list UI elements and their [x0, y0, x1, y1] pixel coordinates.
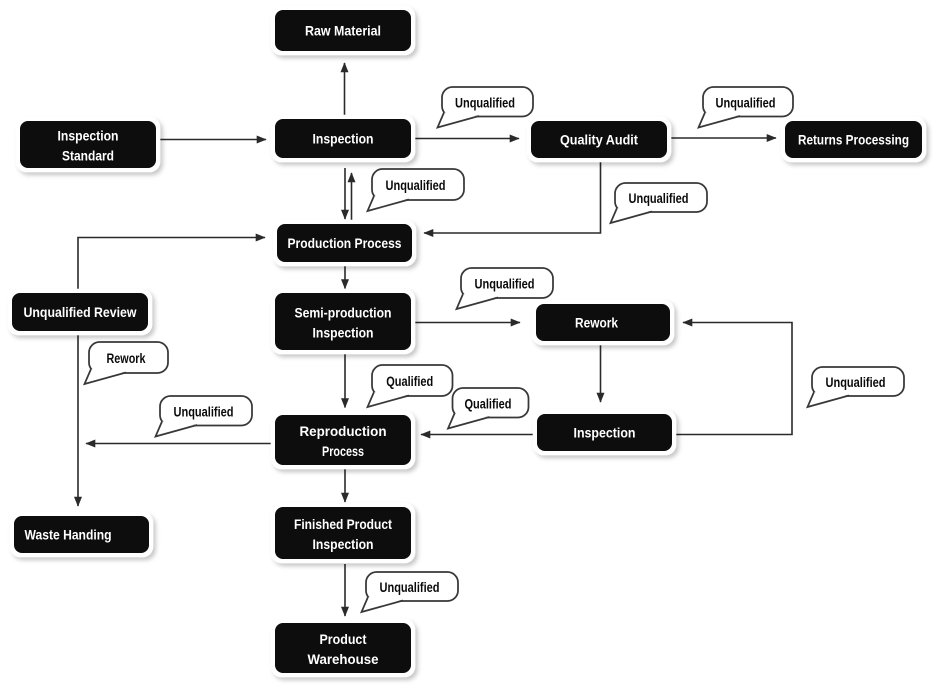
svg-text:Inspection: Inspection [313, 325, 374, 341]
svg-text:Rework: Rework [575, 315, 618, 331]
svg-text:Inspection: Inspection [313, 131, 374, 147]
svg-text:Rework: Rework [107, 351, 146, 366]
svg-text:Unqualified: Unqualified [475, 277, 535, 292]
svg-text:Waste Handing: Waste Handing [25, 527, 112, 543]
svg-text:Unqualified: Unqualified [380, 580, 440, 595]
svg-text:Process: Process [322, 443, 364, 459]
svg-text:Qualified: Qualified [386, 374, 433, 389]
svg-text:Returns Processing: Returns Processing [798, 132, 909, 148]
svg-text:Unqualified: Unqualified [629, 191, 689, 206]
svg-text:Unqualified: Unqualified [455, 95, 515, 110]
svg-text:Unqualified: Unqualified [716, 95, 776, 110]
svg-text:Quality Audit: Quality Audit [560, 132, 638, 148]
svg-text:Inspection: Inspection [574, 425, 636, 441]
svg-text:Unqualified: Unqualified [386, 178, 446, 193]
svg-text:Semi-production: Semi-production [295, 305, 392, 321]
svg-text:Unqualified: Unqualified [826, 375, 886, 390]
svg-text:Inspection: Inspection [313, 536, 374, 552]
svg-text:Warehouse: Warehouse [308, 651, 379, 667]
svg-text:Raw Material: Raw Material [305, 23, 381, 39]
svg-text:Unqualified: Unqualified [174, 404, 234, 419]
svg-text:Standard: Standard [62, 148, 114, 164]
svg-text:Production Process: Production Process [288, 235, 402, 251]
svg-text:Reproduction: Reproduction [300, 423, 387, 439]
svg-text:Finished Product: Finished Product [294, 516, 392, 532]
svg-text:Inspection: Inspection [58, 128, 119, 144]
svg-text:Qualified: Qualified [465, 396, 512, 411]
svg-text:Unqualified Review: Unqualified Review [24, 304, 137, 320]
svg-text:Product: Product [320, 631, 367, 647]
